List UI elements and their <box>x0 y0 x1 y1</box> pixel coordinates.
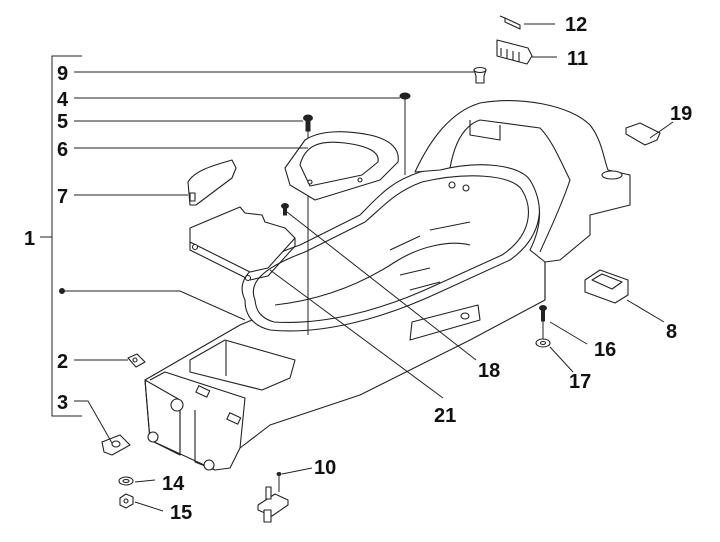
callout-5[interactable]: 5 <box>57 111 68 133</box>
part-2-clip-nut[interactable] <box>127 353 146 368</box>
part-14-washer[interactable] <box>118 476 134 486</box>
leader-lines <box>59 23 674 512</box>
callout-17[interactable]: 17 <box>569 371 591 393</box>
callout-6[interactable]: 6 <box>57 139 68 161</box>
part-19-cap[interactable] <box>625 122 661 146</box>
callout-14[interactable]: 14 <box>162 473 185 495</box>
callout-2[interactable]: 2 <box>57 351 68 373</box>
callout-1[interactable]: 1 <box>24 228 35 250</box>
callout-21[interactable]: 21 <box>434 405 456 427</box>
callout-19[interactable]: 19 <box>670 103 692 125</box>
callout-4[interactable]: 4 <box>57 89 69 111</box>
callout-8[interactable]: 8 <box>666 321 677 343</box>
callout-11[interactable]: 11 <box>567 48 588 70</box>
group-bracket <box>40 55 82 417</box>
part-3-clip-nut[interactable] <box>101 434 131 456</box>
main-body <box>144 100 631 471</box>
part-17-washer[interactable] <box>535 338 551 348</box>
part-4-screw[interactable] <box>399 92 411 175</box>
part-21-battery-cover[interactable] <box>189 206 296 282</box>
part-11-connector-bracket[interactable] <box>496 39 533 65</box>
callout-9[interactable]: 9 <box>57 63 68 85</box>
callout-18[interactable]: 18 <box>478 360 500 382</box>
callout-16[interactable]: 16 <box>594 339 616 361</box>
part-8-cover-box[interactable] <box>584 269 629 304</box>
callout-12[interactable]: 12 <box>565 14 587 36</box>
part-9-grommet[interactable] <box>473 66 487 84</box>
part-16-screw[interactable] <box>539 305 547 341</box>
part-10-screw-bracket[interactable] <box>257 472 289 523</box>
part-18-screw[interactable] <box>281 203 289 216</box>
part-12-pin[interactable] <box>499 15 521 30</box>
callout-3[interactable]: 3 <box>57 392 68 414</box>
callout-15[interactable]: 15 <box>170 502 192 524</box>
callout-10[interactable]: 10 <box>314 457 336 479</box>
part-7-inspection-cover[interactable] <box>187 159 237 206</box>
part-15-nut[interactable] <box>119 493 134 509</box>
part-6-cover-plate[interactable] <box>284 131 399 201</box>
callout-7[interactable]: 7 <box>57 186 68 208</box>
